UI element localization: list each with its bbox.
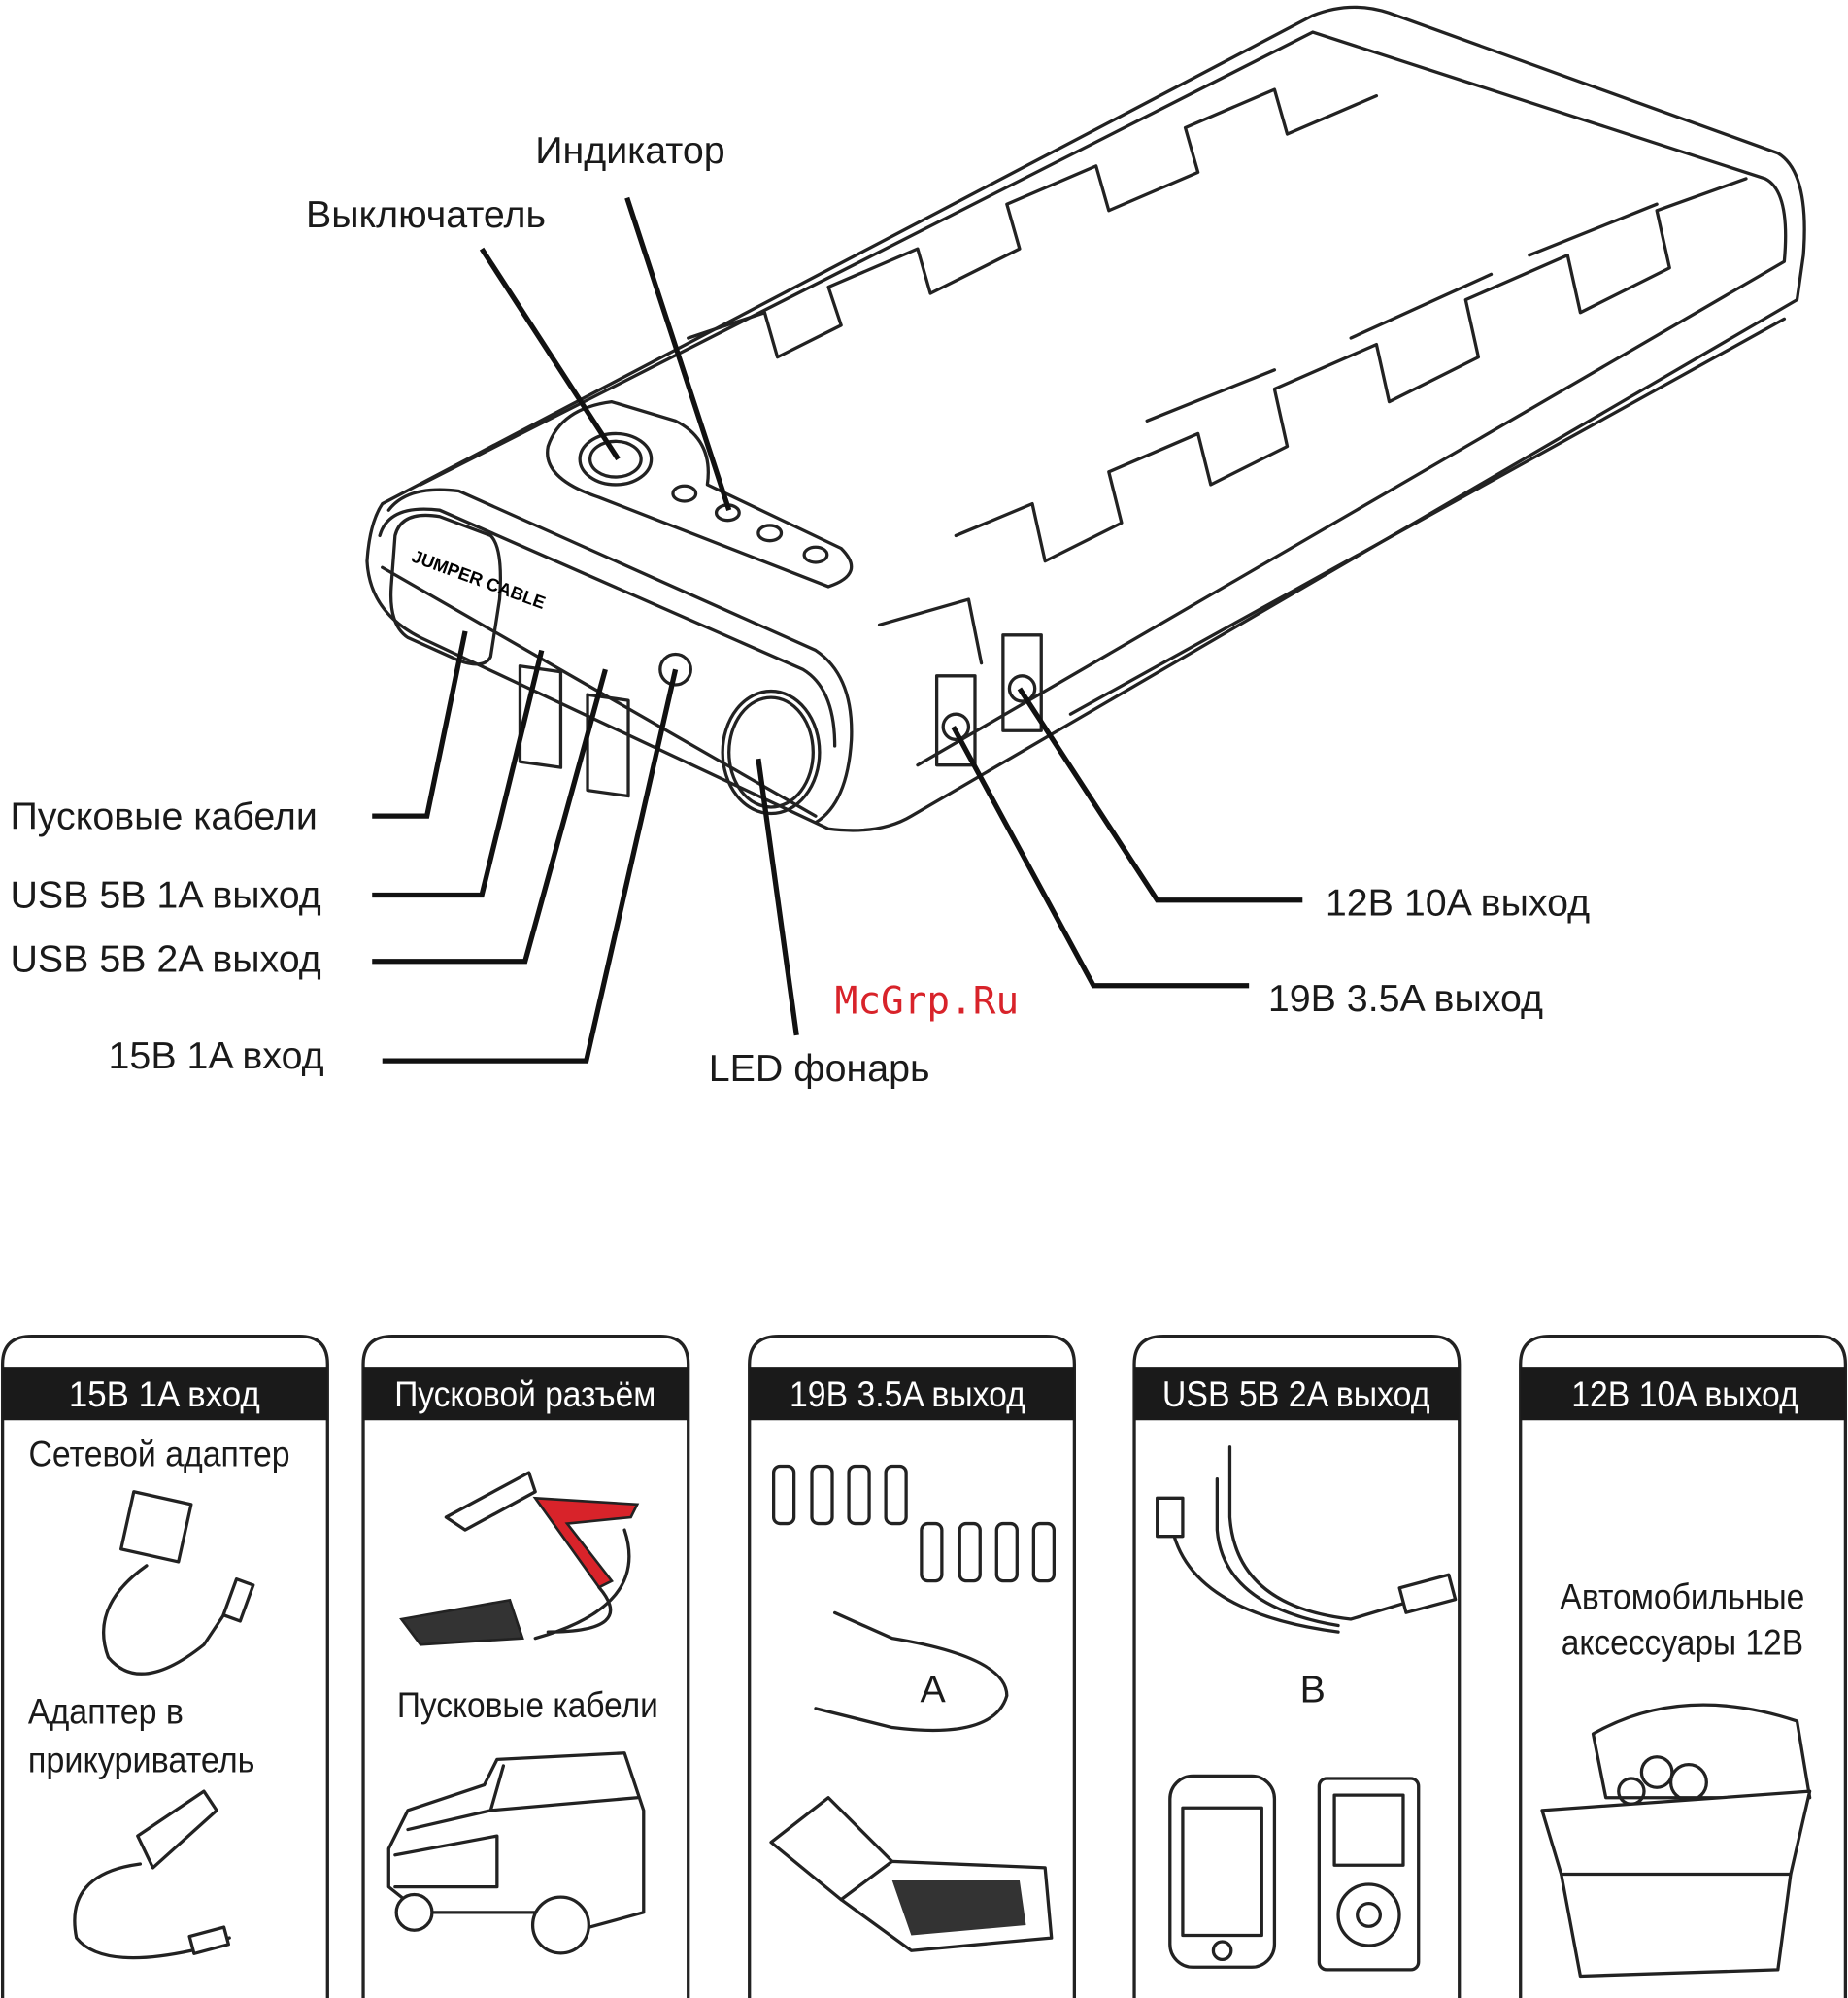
cable-b-label: B bbox=[1300, 1668, 1326, 1710]
indicator-led bbox=[802, 545, 829, 564]
cable-a-icon bbox=[814, 1610, 1009, 1733]
callout-switch: Выключатель bbox=[306, 193, 546, 236]
callout-usb-1a: USB 5B 1A выход bbox=[10, 874, 320, 917]
suv-icon bbox=[386, 1751, 646, 1955]
panel-19v: 19B 3.5A выход A bbox=[748, 1334, 1077, 1998]
phone-icon bbox=[1168, 1774, 1277, 1969]
panel-jump-start: Пусковой разъём Пусковые кабели bbox=[361, 1334, 690, 1998]
cable-a-label: A bbox=[921, 1668, 947, 1710]
panel-usb: USB 5B 2A выход B bbox=[1132, 1334, 1462, 1998]
callout-led: LED фонарь bbox=[709, 1047, 930, 1090]
panel-text: Сетевой адаптер bbox=[29, 1434, 290, 1473]
panel-header: 15B 1A вход bbox=[69, 1374, 260, 1414]
car-cooler-icon bbox=[1540, 1703, 1812, 1979]
callout-out-19v: 19B 3.5A выход bbox=[1268, 977, 1543, 1020]
watermark: McGrp.Ru bbox=[835, 979, 1020, 1024]
panel-text: прикуриватель bbox=[28, 1740, 255, 1779]
callout-input-15v: 15B 1A вход bbox=[109, 1034, 324, 1077]
media-player-icon bbox=[1317, 1777, 1421, 1972]
callout-usb-2a: USB 5B 2A выход bbox=[10, 937, 320, 980]
panel-text: Автомобильные bbox=[1560, 1576, 1804, 1616]
port-12v bbox=[1001, 633, 1043, 732]
indicator-led bbox=[756, 524, 784, 543]
led-flashlight bbox=[721, 689, 822, 816]
panel-text: аксессуары 12B bbox=[1562, 1623, 1803, 1663]
car-adapter-icon bbox=[136, 1789, 218, 1870]
panel-header: USB 5B 2A выход bbox=[1162, 1374, 1430, 1414]
panel-12v: 12B 10A выход Автомобильные аксессуары 1… bbox=[1519, 1334, 1848, 1998]
port-19v bbox=[934, 674, 977, 767]
panel-text: Пусковые кабели bbox=[397, 1685, 658, 1725]
usb-cable-icon bbox=[1156, 1445, 1458, 1634]
panel-header: 12B 10A выход bbox=[1571, 1374, 1798, 1414]
callout-jumper-cables: Пусковые кабели bbox=[10, 795, 317, 837]
device-logo: JUMPER CABLE bbox=[409, 546, 548, 613]
callout-indicator: Индикатор bbox=[535, 129, 724, 172]
red-clamp-icon bbox=[532, 1496, 640, 1589]
dc-tips-icon bbox=[771, 1464, 1057, 1583]
panel-input: 15B 1A вход Сетевой адаптер Адаптер в пр… bbox=[0, 1334, 329, 1998]
usb-port-1a bbox=[518, 664, 563, 769]
laptop-icon bbox=[769, 1796, 1054, 1952]
panel-header: 19B 3.5A выход bbox=[790, 1374, 1025, 1414]
panel-text: Адаптер в bbox=[28, 1692, 184, 1732]
black-clamp-icon bbox=[444, 1471, 537, 1532]
dc-input-port bbox=[658, 652, 692, 687]
ac-adapter-icon bbox=[119, 1490, 193, 1564]
callout-out-12v: 12B 10A выход bbox=[1326, 882, 1590, 925]
panel-header: Пусковой разъём bbox=[394, 1374, 655, 1414]
indicator-led bbox=[671, 484, 698, 503]
